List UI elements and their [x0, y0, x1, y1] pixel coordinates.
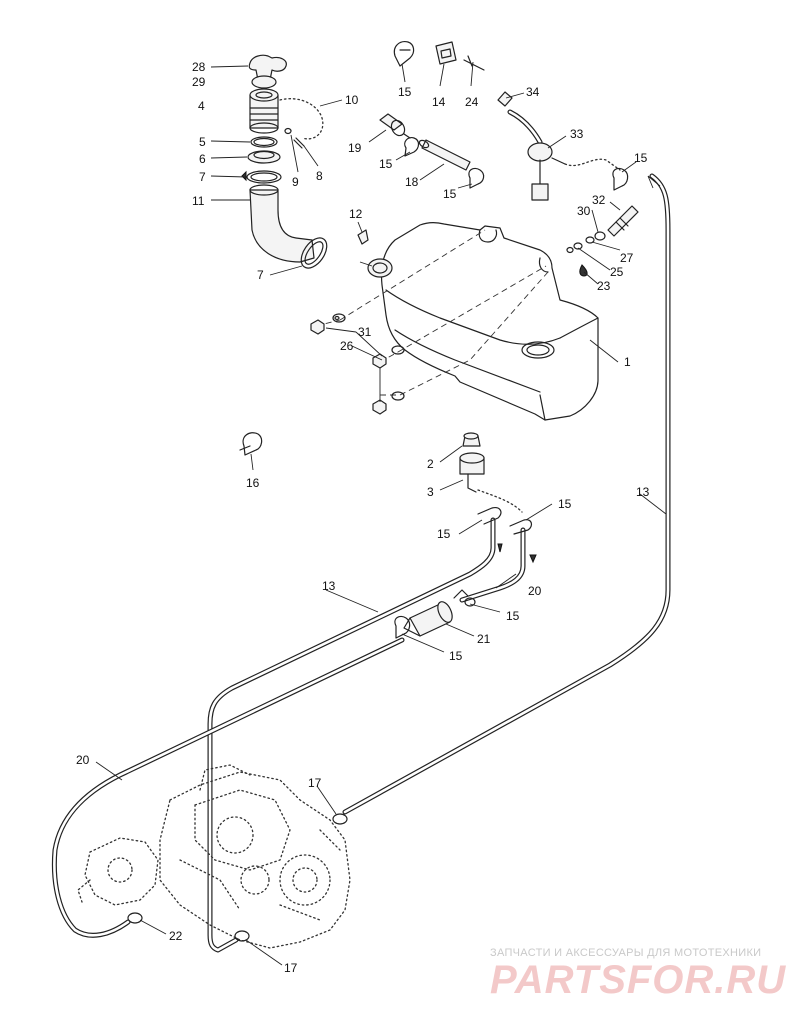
mounting-guide-lines — [315, 229, 549, 396]
callout-20-upper: 20 — [528, 584, 542, 598]
fuel-cock-cap — [462, 432, 481, 447]
callout-7-lower: 7 — [257, 268, 264, 282]
flow-arrows — [497, 175, 661, 564]
callout-17-lower: 17 — [284, 961, 298, 975]
callout-30: 30 — [577, 204, 591, 218]
nut-ring — [247, 150, 281, 164]
callout-2: 2 — [427, 457, 434, 471]
vent-pipe — [418, 139, 471, 171]
callout-15-center: 15 — [379, 157, 393, 171]
cap-tether — [279, 98, 324, 140]
callout-13-right: 13 — [636, 485, 650, 499]
callout-22: 22 — [169, 929, 183, 943]
callout-4: 4 — [198, 99, 205, 113]
callout-26: 26 — [340, 339, 354, 353]
callout-28: 28 — [192, 60, 206, 74]
vent-valve — [497, 91, 566, 201]
fuel-pump-outline — [77, 837, 159, 906]
callout-34: 34 — [526, 85, 540, 99]
callout-9: 9 — [292, 175, 299, 189]
clip-14 — [435, 41, 457, 65]
callout-15-hose-right: 15 — [558, 497, 572, 511]
tie-clip-15-hose-right — [509, 519, 533, 535]
callout-11: 11 — [192, 194, 205, 208]
callout-1: 1 — [624, 355, 631, 369]
callout-5: 5 — [199, 135, 206, 149]
tie-clip-15-top — [393, 41, 415, 67]
fuel-cap — [248, 54, 287, 89]
callout-15-hose-left: 15 — [437, 527, 451, 541]
callout-8: 8 — [316, 169, 323, 183]
hose-13-return-right — [342, 173, 671, 815]
rollover-valve — [379, 113, 411, 139]
hose-clamp-lower — [300, 237, 328, 269]
tie-clip-15-hose-left — [477, 507, 502, 525]
watermark: ЗАПЧАСТИ И АКСЕССУАРЫ ДЛЯ МОТОТЕХНИКИ PA… — [490, 947, 786, 1002]
tie-clip-15-return — [612, 167, 629, 191]
watermark-logo: PARTSFOR.RU — [490, 958, 786, 1002]
fuel-cock-line-dotted — [477, 489, 523, 513]
callout-16: 16 — [246, 476, 260, 490]
hose-20-filter-to-pump — [51, 637, 405, 938]
tie-clip-15-right — [468, 167, 485, 189]
sender-washers — [566, 231, 606, 254]
filler-hose — [249, 184, 315, 263]
callout-15-filter-right: 15 — [506, 609, 520, 623]
check-valve-12 — [357, 229, 369, 245]
tether-screw — [284, 127, 305, 149]
tie-clip-15-center — [404, 137, 420, 157]
callout-24: 24 — [465, 95, 479, 109]
hose-20-tank-to-filter — [459, 527, 526, 603]
hose-fittings — [127, 813, 348, 942]
callout-32: 32 — [592, 193, 606, 207]
callout-3: 3 — [427, 485, 434, 499]
watermark-caption: ЗАПЧАСТИ И АКСЕССУАРЫ ДЛЯ МОТОТЕХНИКИ — [490, 947, 761, 959]
callout-7-upper: 7 — [199, 170, 206, 184]
callout-33: 33 — [570, 127, 584, 141]
fitting-24 — [463, 55, 485, 71]
callout-15-filter-left: 15 — [449, 649, 463, 663]
callout-19: 19 — [348, 141, 362, 155]
hose-13-supply-left — [207, 517, 496, 953]
callout-18: 18 — [405, 175, 419, 189]
leader-lines — [95, 61, 667, 966]
fuel-sender — [607, 205, 639, 237]
callout-21: 21 — [477, 632, 491, 646]
fuel-cock — [459, 452, 485, 493]
drop-23 — [579, 264, 588, 277]
callout-10: 10 — [345, 93, 359, 107]
o-ring — [250, 136, 278, 148]
callout-23: 23 — [597, 279, 611, 293]
callout-12: 12 — [349, 207, 363, 221]
callout-6: 6 — [199, 152, 206, 166]
callout-labels: 28 29 4 10 5 6 7 9 8 11 7 15 14 24 34 19… — [76, 60, 650, 975]
callout-29: 29 — [192, 75, 206, 89]
fuel-filter — [403, 601, 453, 637]
callout-15-return: 15 — [634, 151, 648, 165]
tie-clip-16 — [239, 432, 263, 456]
callout-31: 31 — [358, 325, 372, 339]
callout-27: 27 — [620, 251, 634, 265]
callout-15-right: 15 — [443, 187, 457, 201]
callout-13-left: 13 — [322, 579, 336, 593]
fuel-tank — [367, 222, 599, 421]
callout-15-top: 15 — [398, 85, 412, 99]
callout-25: 25 — [610, 265, 624, 279]
callout-14: 14 — [432, 95, 446, 109]
vent-line-dotted — [564, 158, 621, 171]
callout-20-lower: 20 — [76, 753, 90, 767]
engine-outline — [159, 764, 351, 949]
tie-clip-15-filter-left — [394, 615, 411, 639]
tie-clip-15-filter-right — [453, 589, 476, 607]
filler-neck — [249, 88, 279, 134]
callout-17-upper: 17 — [308, 776, 322, 790]
hose-clamp-upper — [241, 170, 282, 184]
